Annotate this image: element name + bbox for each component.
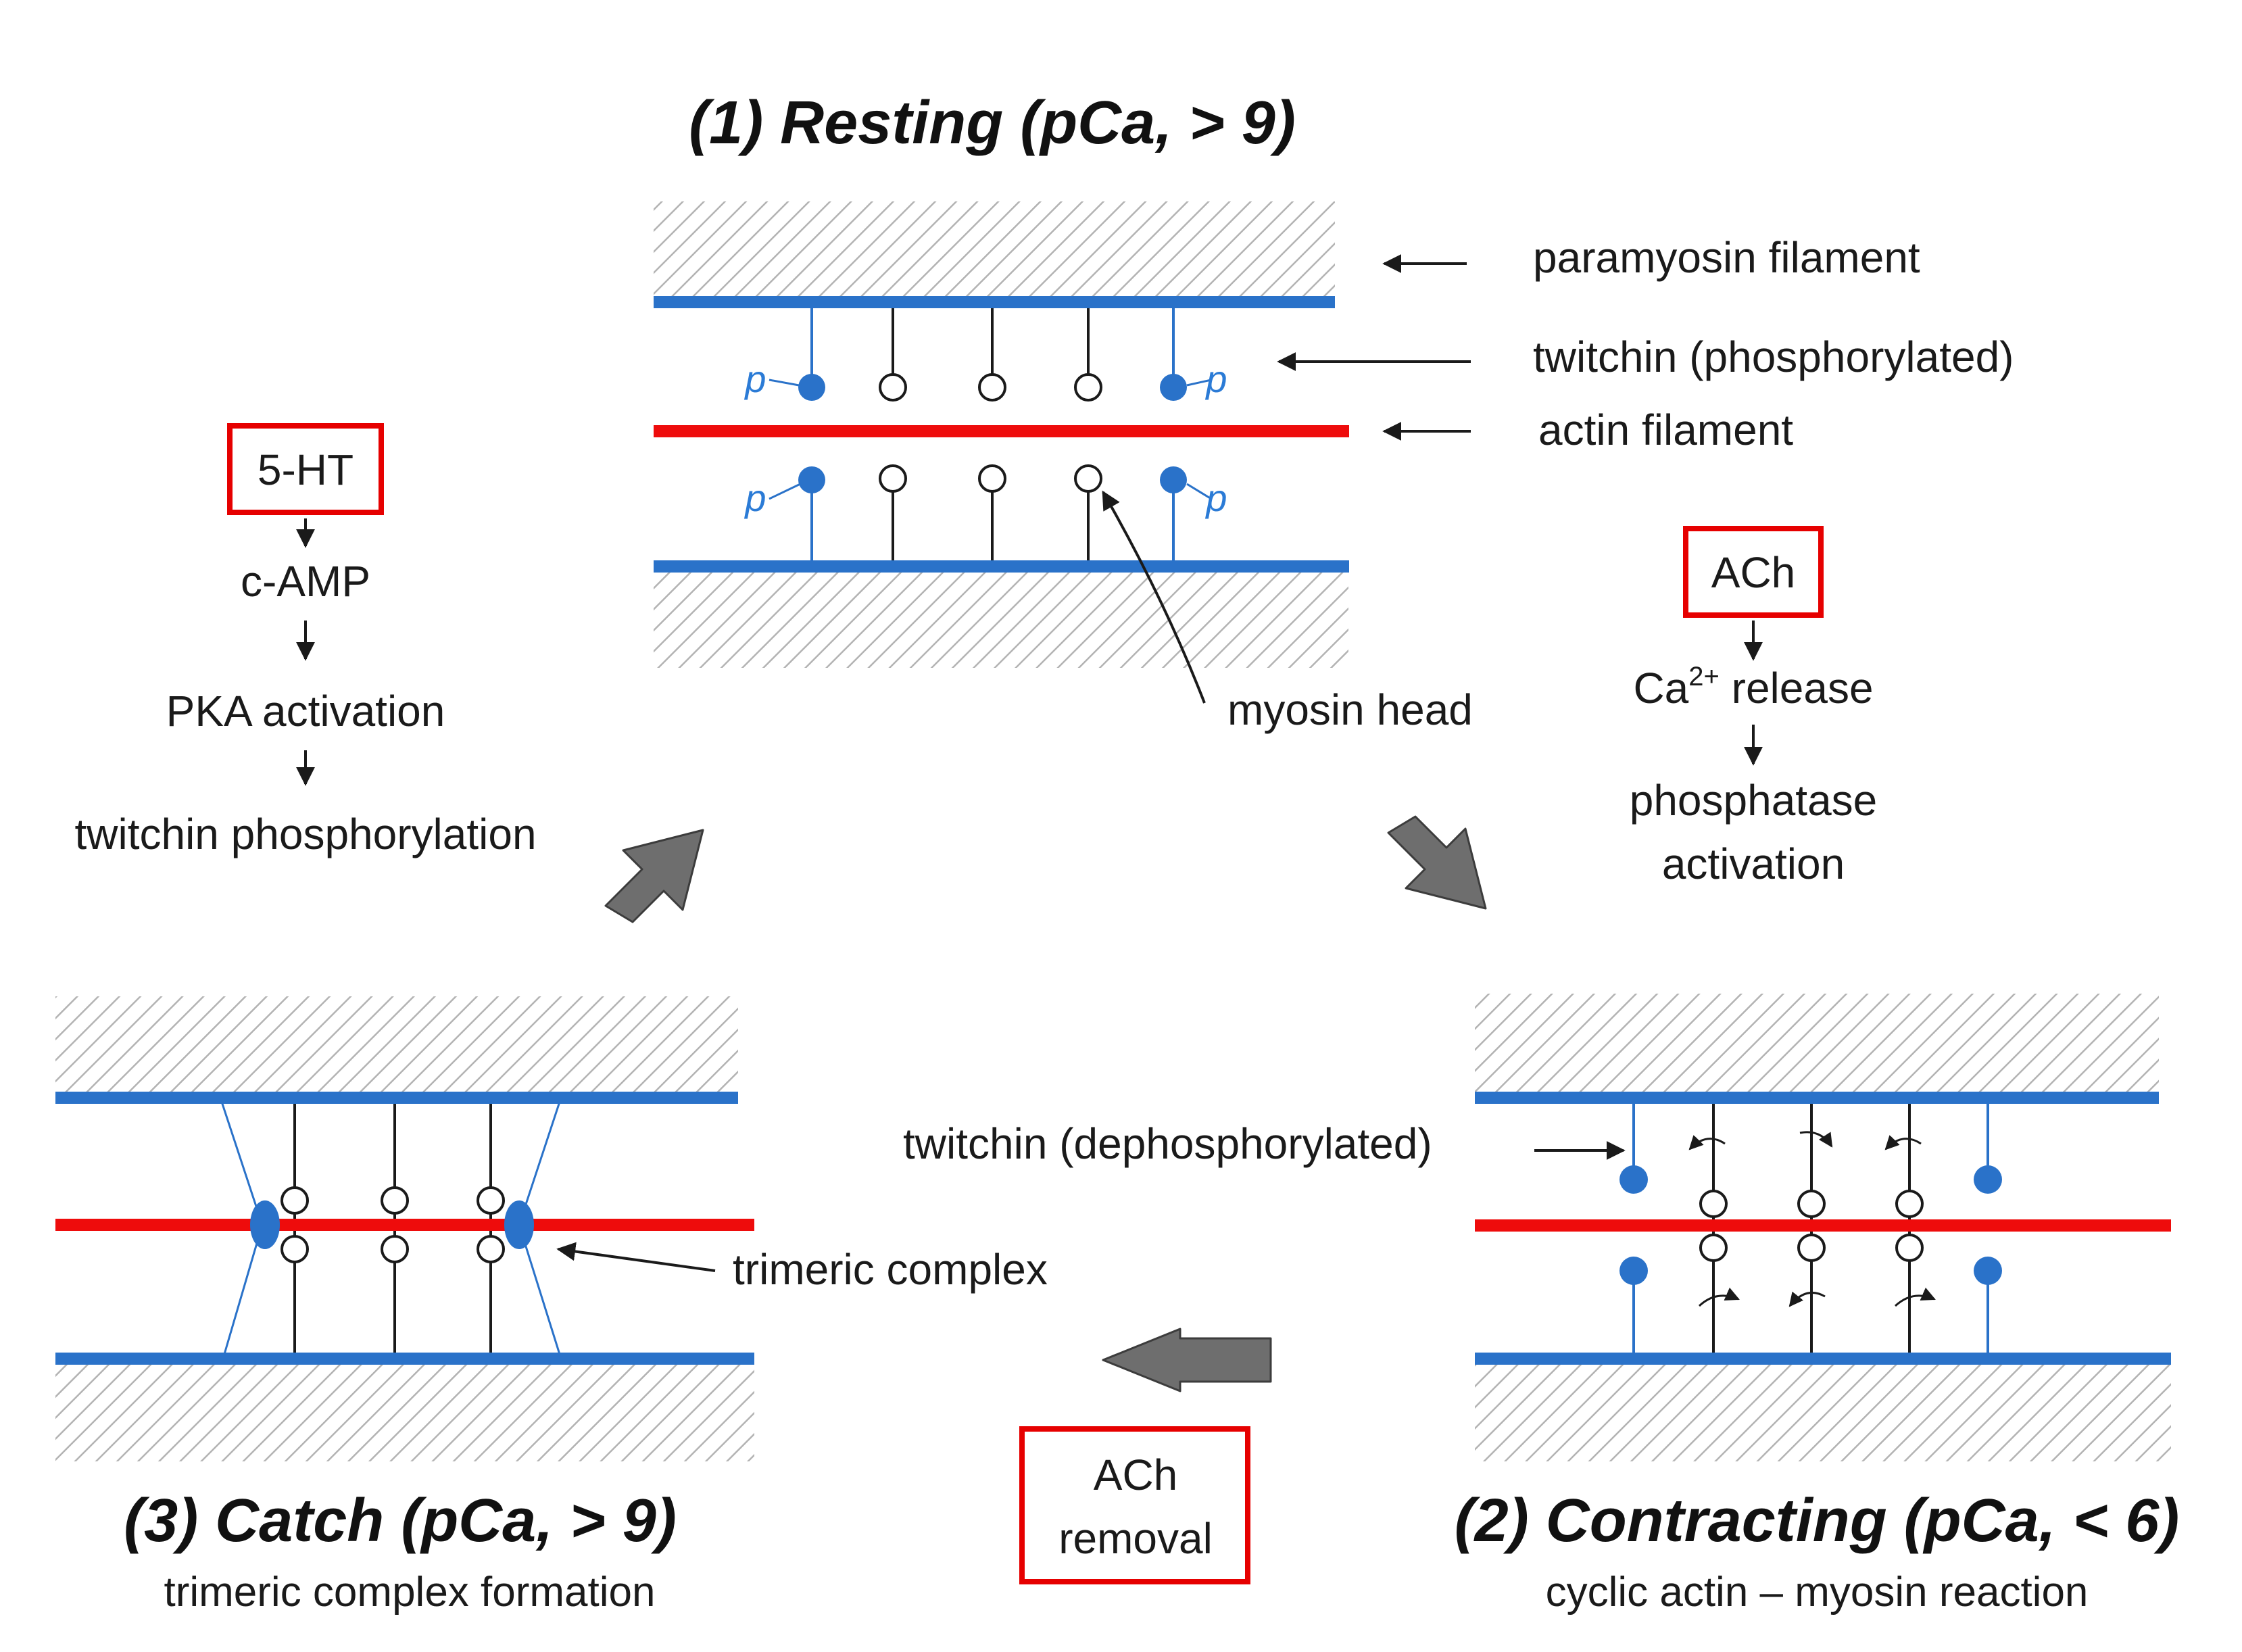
dephosphorylated-twitchin-head xyxy=(1619,1165,1648,1194)
contracting-panel: twitchin (dephosphorylated) (2) Contract… xyxy=(903,994,2179,1615)
catch-panel: trimeric complex (3) Catch (pCa, > 9) tr… xyxy=(55,996,1048,1615)
resting-to-contracting-arrow xyxy=(1387,815,1487,910)
myosin-head xyxy=(1797,1190,1826,1218)
myosin-head xyxy=(477,1186,505,1215)
rotation-arrow xyxy=(1894,1287,1936,1307)
myosin-head xyxy=(1895,1234,1924,1262)
myosin-head xyxy=(978,464,1006,493)
myosin-head xyxy=(1797,1234,1826,1262)
twitchin-head xyxy=(504,1200,534,1249)
contracting-lower-hatch xyxy=(1475,1359,2171,1461)
actin-filament-label: actin filament xyxy=(1538,406,1793,454)
catch-upper-hatch xyxy=(55,996,738,1096)
contracting-subtitle: cyclic actin – myosin reaction xyxy=(1546,1569,2089,1615)
ach-stimulus-label: ACh xyxy=(1711,548,1796,597)
trimeric-complexes xyxy=(250,1186,534,1263)
serotonin-stimulus-box xyxy=(227,423,384,515)
serotonin-pathway: 5-HT c-AMP PKA activation twitchin phosp… xyxy=(74,423,537,858)
rotation-arrow xyxy=(1884,1135,1922,1150)
resting-title: (1) Resting (pCa, > 9) xyxy=(689,89,1296,157)
resting-lower-heads xyxy=(769,464,1212,563)
myosin-head xyxy=(1895,1190,1924,1218)
trimeric-complex-label: trimeric complex xyxy=(733,1245,1048,1294)
catch-to-resting-arrow xyxy=(604,829,704,923)
myosin-head-pointer-arrow xyxy=(1102,490,1206,704)
contracting-upper-hatch xyxy=(1475,994,2159,1095)
myosin-head xyxy=(1699,1234,1728,1262)
catch-title: (3) Catch (pCa, > 9) xyxy=(124,1487,677,1555)
myosin-head xyxy=(381,1186,409,1215)
myosin-head xyxy=(879,373,907,402)
phosphorylated-head xyxy=(1160,466,1187,493)
ach-removal-box xyxy=(1019,1426,1250,1584)
calcium-release-step: Ca2+ release xyxy=(1633,662,1873,712)
resting-upper-heads xyxy=(769,302,1212,402)
myosin-head xyxy=(1074,464,1102,493)
myosin-head xyxy=(978,373,1006,402)
resting-upper-hatch xyxy=(654,201,1335,297)
contracting-title: (2) Contracting (pCa, < 6) xyxy=(1455,1487,2180,1555)
rotation-arrow xyxy=(1799,1131,1833,1148)
resting-lower-hatch xyxy=(654,568,1348,668)
serotonin-stimulus-label: 5-HT xyxy=(258,445,354,494)
cycling-motion-arrows xyxy=(1688,1131,1936,1307)
myosin-head xyxy=(477,1235,505,1263)
phosphatase-activation-line1: phosphatase xyxy=(1630,776,1878,825)
resting-panel: (1) Resting (pCa, > 9) p p xyxy=(654,89,2014,734)
dephosphorylated-twitchin-head xyxy=(1974,1257,2002,1285)
catch-lower-hatch xyxy=(55,1361,754,1461)
ach-removal-line1: ACh xyxy=(1094,1451,1178,1499)
twitchin-phosphorylated-label: twitchin (phosphorylated) xyxy=(1533,333,2014,381)
phosphorylated-head xyxy=(798,374,825,401)
ach-stimulus-box xyxy=(1683,526,1824,618)
pka-activation-step: PKA activation xyxy=(166,687,445,735)
ach-removal-line2: removal xyxy=(1058,1514,1213,1563)
myosin-head xyxy=(1074,373,1102,402)
twitchin-phosphorylation-step: twitchin phosphorylation xyxy=(74,810,536,858)
cycle-arrows xyxy=(604,815,1487,1392)
phosphorylated-head xyxy=(798,466,825,493)
catch-subtitle: trimeric complex formation xyxy=(164,1569,656,1615)
myosin-head xyxy=(281,1235,309,1263)
paramyosin-filament-label: paramyosin filament xyxy=(1533,233,1920,282)
myosin-head-label: myosin head xyxy=(1227,685,1473,734)
myosin-head xyxy=(1699,1190,1728,1218)
myosin-head xyxy=(381,1235,409,1263)
dephosphorylated-twitchin-head xyxy=(1974,1165,2002,1194)
phosphate-label: p xyxy=(744,358,766,400)
dephosphorylated-twitchin-head xyxy=(1619,1257,1648,1285)
myosin-head xyxy=(281,1186,309,1215)
phosphate-label: p xyxy=(744,477,766,519)
contracting-heads xyxy=(1619,1098,2002,1353)
contracting-to-catch-arrow-body xyxy=(1102,1328,1272,1392)
phosphatase-activation-line2: activation xyxy=(1662,840,1845,888)
rotation-arrow xyxy=(1688,1135,1726,1150)
camp-step: c-AMP xyxy=(241,557,370,606)
rotation-arrow xyxy=(1788,1291,1826,1307)
twitchin-head xyxy=(250,1200,280,1249)
phosphate-label: p xyxy=(1204,477,1227,519)
myosin-head xyxy=(879,464,907,493)
trimeric-complex-pointer-arrow xyxy=(556,1242,716,1272)
twitchin-dephosphorylated-label: twitchin (dephosphorylated) xyxy=(903,1119,1432,1168)
ach-removal: ACh removal xyxy=(1019,1426,1250,1584)
phosphate-label: p xyxy=(1204,358,1227,400)
ach-pathway: ACh Ca2+ release phosphatase activation xyxy=(1630,526,1878,888)
phosphorylated-head xyxy=(1160,374,1187,401)
rotation-arrow xyxy=(1698,1287,1740,1307)
